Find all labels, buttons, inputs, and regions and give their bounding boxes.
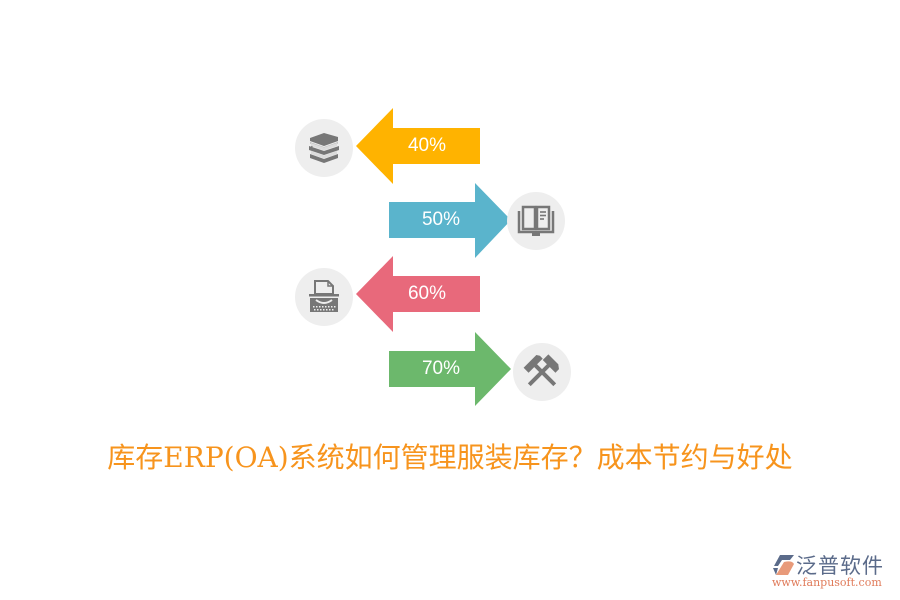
fanpu-logo-icon [773,555,794,575]
arrow-right-50 [389,183,511,258]
arrow-left-40 [356,108,480,184]
hammers-icon-circle [513,343,571,401]
open-book-icon [517,205,555,236]
hammers-icon [523,354,559,387]
arrow-left-60 [356,256,480,332]
percent-label-60: 60% [407,283,447,304]
percent-label-70: 70% [421,358,461,379]
logo-name: 泛普软件 [796,554,884,578]
books-icon-circle [295,119,353,177]
arrow-right-70 [389,332,511,406]
percent-label-40: 40% [407,135,447,156]
percent-label-50: 50% [421,209,461,230]
typewriter-icon [309,280,339,312]
books-icon [309,133,339,163]
logo-url[interactable]: www.fanpusoft.com [772,576,882,589]
fanpu-logo: 泛普软件 www.fanpusoft.com [768,552,898,596]
typewriter-icon-circle [295,268,353,326]
page-title: 库存ERP(OA)系统如何管理服装库存？成本节约与好处 [107,441,793,474]
open-book-icon-circle [507,192,565,250]
